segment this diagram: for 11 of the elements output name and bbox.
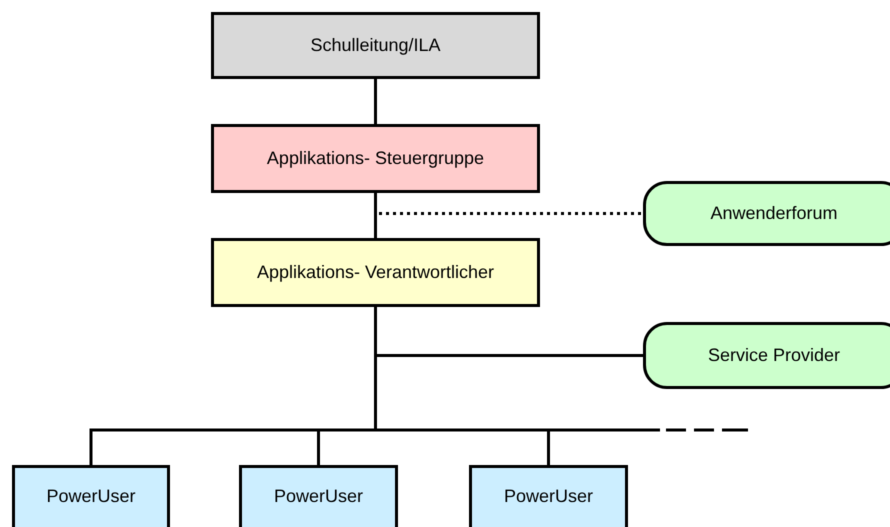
process-box: PowerUser xyxy=(12,465,170,527)
connector-line xyxy=(374,79,377,124)
process-box: Applikations- Verantwortlicher xyxy=(211,238,540,307)
process-box: PowerUser xyxy=(239,465,398,527)
process-box: PowerUser xyxy=(469,465,628,527)
rounded-box: Anwenderforum xyxy=(643,181,890,246)
connector-line xyxy=(374,193,377,238)
rounded-box: Service Provider xyxy=(643,322,890,389)
process-box: Schulleitung/ILA xyxy=(211,12,540,79)
process-box: Applikations- Steuergruppe xyxy=(211,124,540,193)
connector-line xyxy=(374,307,550,465)
